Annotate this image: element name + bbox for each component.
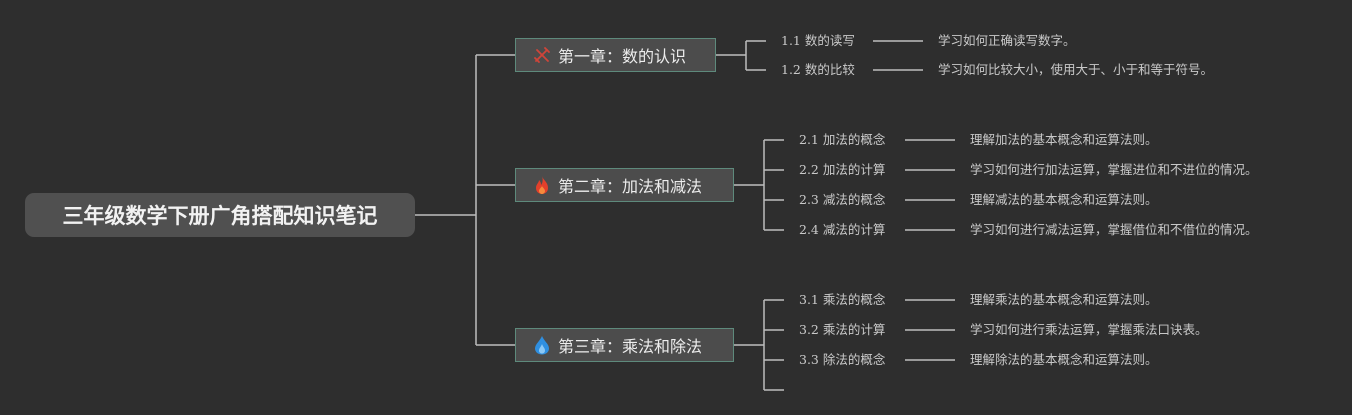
water-drop-icon <box>532 335 552 355</box>
section-label-3-2[interactable]: 3.2 乘法的计算 <box>799 322 886 337</box>
chapter-node-1[interactable]: 第一章：数的认识 <box>515 38 716 72</box>
tools-icon <box>532 45 552 65</box>
section-label-3-1[interactable]: 3.1 乘法的概念 <box>799 292 886 307</box>
chapter-title: 第一章：数的认识 <box>558 47 687 66</box>
section-desc-2-3[interactable]: 理解减法的基本概念和运算法则。 <box>970 192 1158 207</box>
section-desc-2-4[interactable]: 学习如何进行减法运算，掌握借位和不借位的情况。 <box>970 222 1258 237</box>
section-desc-1-1[interactable]: 学习如何正确读写数字。 <box>938 33 1076 48</box>
chapter-node-2[interactable]: 第二章：加法和减法 <box>515 168 734 202</box>
section-desc-3-3[interactable]: 理解除法的基本概念和运算法则。 <box>970 352 1158 367</box>
section-label-2-4[interactable]: 2.4 减法的计算 <box>799 222 886 237</box>
section-desc-3-2[interactable]: 学习如何进行乘法运算，掌握乘法口诀表。 <box>970 322 1208 337</box>
fire-icon <box>532 175 552 195</box>
chapter-title: 第二章：加法和减法 <box>558 177 703 196</box>
section-desc-3-1[interactable]: 理解乘法的基本概念和运算法则。 <box>970 292 1158 307</box>
chapter-node-3[interactable]: 第三章：乘法和除法 <box>515 328 734 362</box>
section-label-1-2[interactable]: 1.2 数的比较 <box>781 62 855 77</box>
section-label-2-3[interactable]: 2.3 减法的概念 <box>799 192 886 207</box>
root-title: 三年级数学下册广角搭配知识笔记 <box>62 204 378 228</box>
section-label-3-3[interactable]: 3.3 除法的概念 <box>799 352 886 367</box>
section-desc-2-2[interactable]: 学习如何进行加法运算，掌握进位和不进位的情况。 <box>970 162 1258 177</box>
section-desc-2-1[interactable]: 理解加法的基本概念和运算法则。 <box>970 132 1158 147</box>
section-label-2-1[interactable]: 2.1 加法的概念 <box>799 132 886 147</box>
section-label-2-2[interactable]: 2.2 加法的计算 <box>799 162 886 177</box>
root-node[interactable]: 三年级数学下册广角搭配知识笔记 <box>25 193 415 237</box>
section-desc-1-2[interactable]: 学习如何比较大小，使用大于、小于和等于符号。 <box>938 62 1214 77</box>
section-label-1-1[interactable]: 1.1 数的读写 <box>781 33 855 48</box>
chapter-title: 第三章：乘法和除法 <box>558 337 703 356</box>
